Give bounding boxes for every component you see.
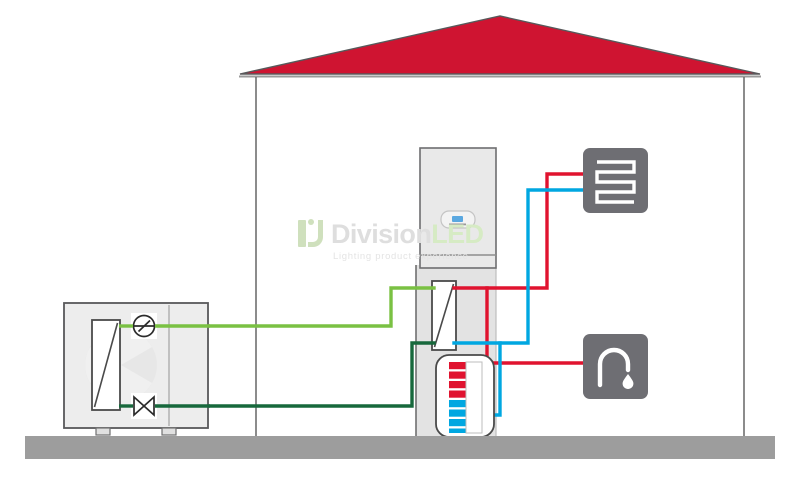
pipe-heating-flow-hot [452, 172, 585, 290]
control-panel[interactable] [440, 210, 476, 229]
expansion-valve-symbol [131, 393, 157, 419]
indoor-unit[interactable] [419, 147, 497, 269]
water-drop-icon [622, 374, 634, 389]
plate-heat-exchanger[interactable] [431, 280, 457, 351]
feet [95, 427, 177, 436]
indoor-unit-body [419, 147, 497, 269]
faucet-icon [597, 347, 631, 388]
control-panel-screen [452, 216, 463, 222]
compressor-symbol [131, 313, 157, 339]
tank-stratification [449, 362, 479, 433]
radiator-coil-icon [595, 160, 636, 204]
radiator-emitter[interactable] [583, 148, 648, 213]
control-panel-base [449, 223, 466, 226]
pipe-heating-return-cold [452, 188, 585, 345]
pipe-refrigerant-supply [147, 286, 436, 328]
tap-emitter[interactable] [583, 334, 648, 399]
tank-immersion-pocket [465, 361, 483, 434]
ground-strip [25, 436, 775, 459]
roof-shape [239, 15, 761, 75]
hot-water-tank[interactable] [435, 354, 495, 438]
pipe-refrigerant-return [147, 341, 436, 408]
outdoor-unit[interactable] [63, 302, 209, 436]
house-building [239, 15, 761, 437]
